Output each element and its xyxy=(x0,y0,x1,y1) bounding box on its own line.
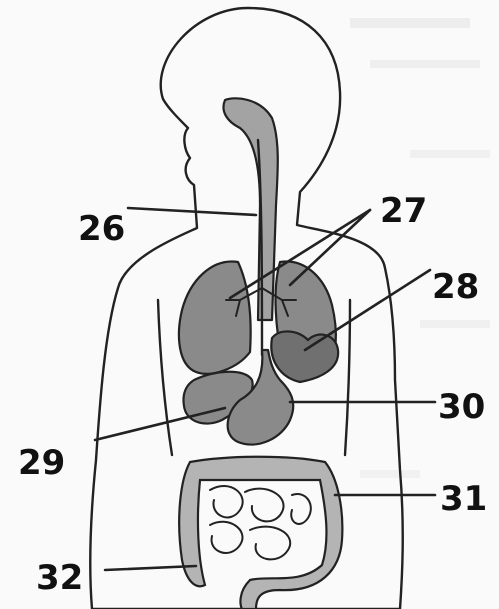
label-27: 27 xyxy=(380,191,427,231)
label-30: 30 xyxy=(438,387,485,427)
large-intestine xyxy=(179,457,342,609)
label-31: 31 xyxy=(440,479,487,519)
leader-27b xyxy=(290,210,370,285)
label-28: 28 xyxy=(432,267,479,307)
left-lung xyxy=(179,262,251,374)
leader-32 xyxy=(105,566,196,570)
leader-26 xyxy=(128,208,256,215)
label-32: 32 xyxy=(36,558,83,598)
label-29: 29 xyxy=(18,443,65,483)
heart xyxy=(271,331,338,382)
label-26: 26 xyxy=(78,209,125,249)
small-intestine xyxy=(210,486,311,559)
